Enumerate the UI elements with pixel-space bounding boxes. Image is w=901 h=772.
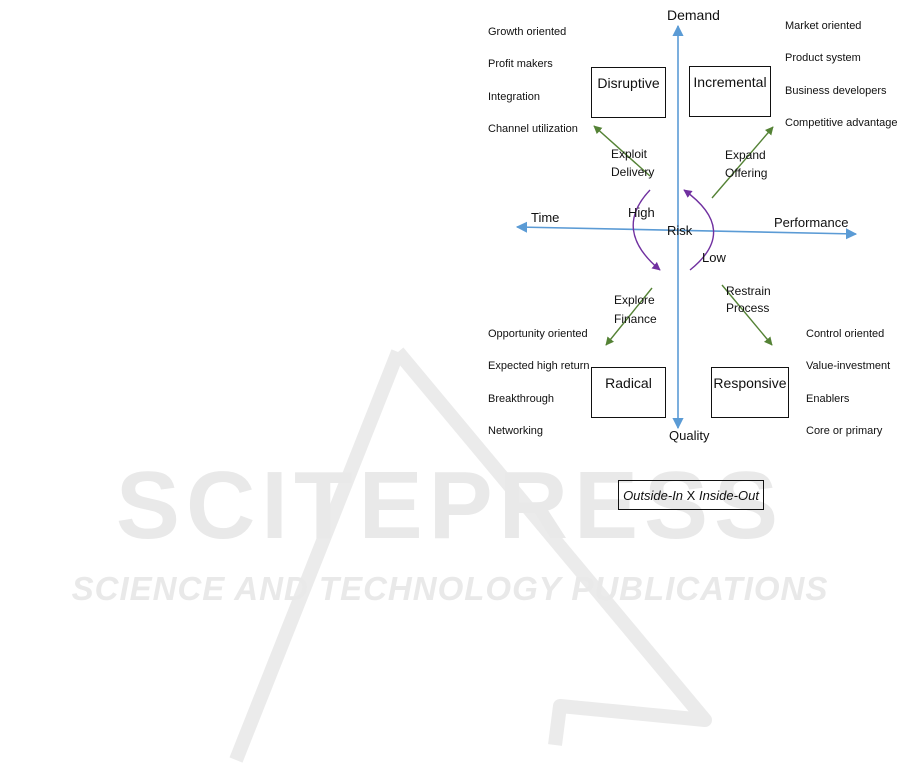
list-item-integration: Integration [488, 91, 540, 103]
watermark-secondary: SCIENCE AND TECHNOLOGY PUBLICATIONS [72, 570, 829, 607]
list-item-channel-utilization: Channel utilization [488, 123, 578, 135]
box-incremental-label: Incremental [693, 74, 767, 90]
list-item-breakthrough: Breakthrough [488, 393, 555, 405]
risk-high-label: High [628, 205, 655, 220]
list-item-business-developers: Business developers [785, 85, 887, 97]
horizontal-axis-arrow [515, 221, 858, 240]
arrow-exploit-delivery [593, 125, 651, 177]
list-item-core-or-primary: Core or primary [806, 425, 883, 437]
box-radical-label: Radical [605, 375, 652, 391]
box-responsive: Responsive [711, 367, 789, 418]
legend-box: Outside-In X Inside-Out [618, 480, 764, 510]
list-item-profit-makers: Profit makers [488, 58, 553, 70]
list-item-competitive-advantage: Competitive advantage [785, 117, 898, 129]
arrow-explore-finance [605, 287, 653, 346]
action-delivery: Delivery [611, 165, 655, 179]
list-item-opportunity-oriented: Opportunity oriented [488, 328, 588, 340]
box-disruptive-label: Disruptive [597, 75, 660, 91]
axis-label-quality: Quality [669, 428, 710, 443]
box-disruptive: Disruptive [591, 67, 666, 118]
axis-label-performance: Performance [774, 215, 849, 230]
watermark-primary: SCITEPRESS [116, 452, 784, 559]
list-item-expected-high-return: Expected high return [488, 360, 590, 372]
action-restrain: Restrain [726, 284, 771, 298]
risk-label: Risk [667, 223, 693, 238]
axis-label-time: Time [531, 210, 560, 225]
action-offering: Offering [725, 166, 768, 180]
watermark-emblem [229, 347, 712, 763]
legend-outside-in: Outside-In [623, 488, 684, 503]
action-expand: Expand [725, 148, 766, 162]
action-finance: Finance [614, 312, 657, 326]
list-item-value-investment: Value-investment [806, 360, 891, 372]
list-item-product-system: Product system [785, 52, 861, 64]
cycle-arrow-high [632, 189, 661, 271]
box-responsive-label: Responsive [713, 375, 787, 391]
list-item-control-oriented: Control oriented [806, 328, 885, 340]
action-explore: Explore [614, 293, 655, 307]
arrow-expand-offering [711, 126, 774, 199]
box-radical: Radical [591, 367, 666, 418]
risk-low-label: Low [702, 250, 726, 265]
cycle-arrow-low [683, 189, 715, 271]
axis-label-demand: Demand [667, 7, 720, 23]
action-process: Process [726, 301, 770, 315]
list-item-market-oriented: Market oriented [785, 20, 862, 32]
box-incremental: Incremental [689, 66, 771, 117]
legend-separator: X [683, 488, 699, 503]
list-item-enablers: Enablers [806, 393, 850, 405]
list-item-growth-oriented: Growth oriented [488, 26, 567, 38]
list-item-networking: Networking [488, 425, 544, 437]
action-exploit: Exploit [611, 147, 648, 161]
legend-inside-out: Inside-Out [698, 488, 759, 503]
arrow-restrain-process [721, 284, 773, 346]
